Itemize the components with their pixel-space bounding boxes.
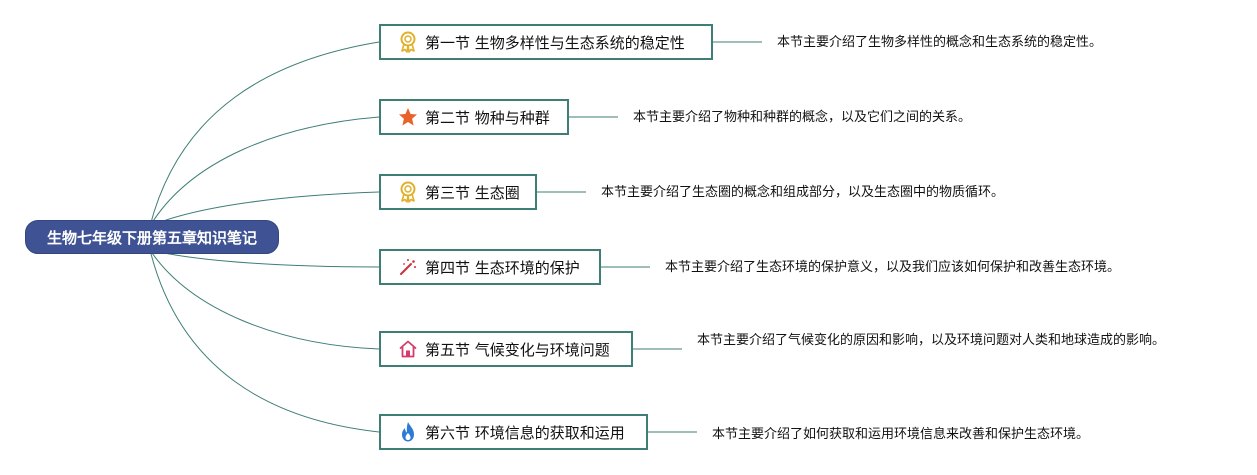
section-title-6: 第六节 环境信息的获取和运用	[425, 423, 625, 442]
ribbon-badge-icon	[397, 181, 419, 203]
star-icon	[397, 106, 419, 128]
branch-line-2	[149, 116, 380, 227]
branch-line-6	[149, 249, 380, 433]
section-desc-5: 本节主要介绍了气候变化的原因和影响，以及环境问题对人类和地球造成的影响。	[697, 333, 1166, 348]
branch-line-5	[149, 249, 380, 350]
section-node-1[interactable]: 第一节 生物多样性与生态系统的稳定性	[379, 24, 713, 60]
section-node-3[interactable]: 第三节 生态圈	[379, 174, 537, 210]
magic-wand-icon	[397, 256, 419, 278]
section-node-2[interactable]: 第二节 物种与种群	[379, 99, 569, 135]
section-desc-3: 本节主要介绍了生态圈的概念和组成部分，以及生态圈中的物质循环。	[601, 185, 1005, 200]
section-desc-4: 本节主要介绍了生态环境的保护意义，以及我们应该如何保护和改善生态环境。	[665, 260, 1121, 275]
branch-line-3	[149, 191, 380, 227]
section-title-2: 第二节 物种与种群	[425, 108, 550, 127]
branch-line-4	[149, 249, 380, 268]
section-desc-1: 本节主要介绍了生物多样性的概念和生态系统的稳定性。	[777, 35, 1103, 50]
section-node-6[interactable]: 第六节 环境信息的获取和运用	[379, 414, 648, 450]
section-desc-6: 本节主要介绍了如何获取和运用环境信息来改善和保护生态环境。	[712, 427, 1090, 442]
flame-icon	[397, 421, 419, 443]
section-desc-2: 本节主要介绍了物种和种群的概念，以及它们之间的关系。	[633, 110, 972, 125]
house-icon	[397, 338, 419, 360]
branch-line-1	[149, 41, 380, 227]
root-topic-label: 生物七年级下册第五章知识笔记	[46, 228, 257, 247]
section-title-5: 第五节 气候变化与环境问题	[425, 340, 610, 359]
section-node-4[interactable]: 第四节 生态环境的保护	[379, 249, 601, 285]
ribbon-badge-icon	[397, 31, 419, 53]
section-title-3: 第三节 生态圈	[425, 183, 520, 202]
section-title-1: 第一节 生物多样性与生态系统的稳定性	[425, 33, 685, 52]
root-topic[interactable]: 生物七年级下册第五章知识笔记	[25, 220, 279, 254]
section-node-5[interactable]: 第五节 气候变化与环境问题	[379, 331, 633, 367]
section-title-4: 第四节 生态环境的保护	[425, 258, 580, 277]
